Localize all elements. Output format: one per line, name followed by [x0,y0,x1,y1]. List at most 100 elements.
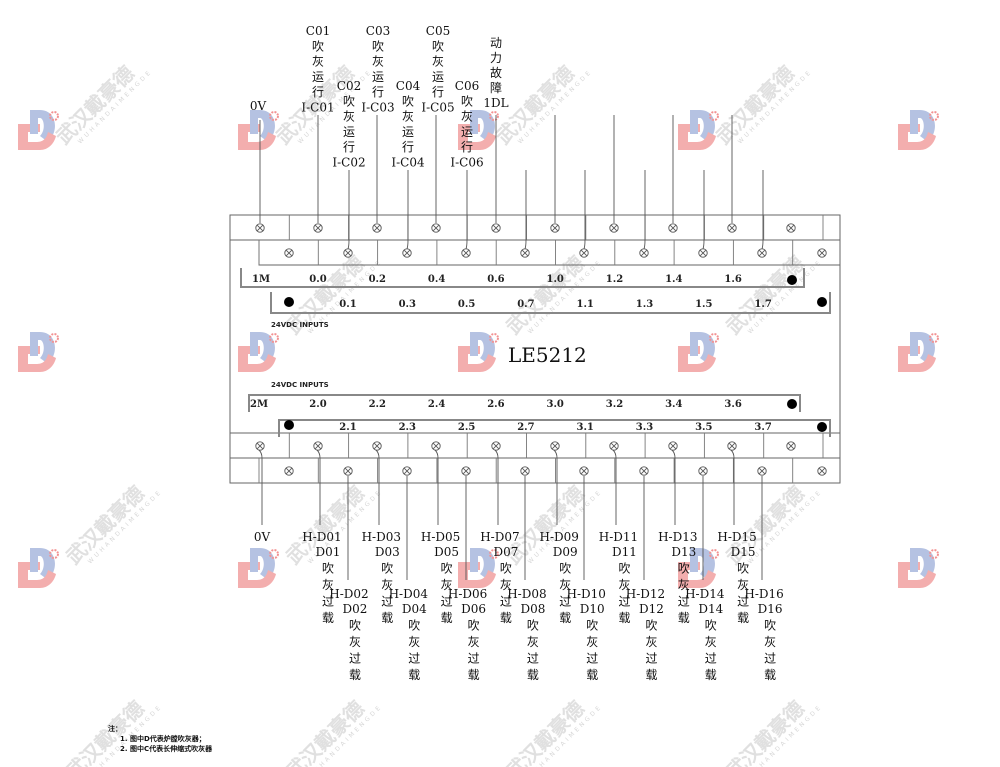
svg-text:D04: D04 [402,602,427,616]
svg-text:载: 载 [705,668,717,682]
svg-text:载: 载 [527,668,539,682]
svg-text:H-D01: H-D01 [302,530,341,544]
company-logo-icon [677,109,719,151]
screw-terminal-icon [579,248,589,258]
svg-text:灰: 灰 [527,635,539,649]
svg-text:I-C03: I-C03 [361,101,394,115]
svg-text:载: 载 [678,611,690,625]
led-dot [817,422,827,432]
svg-text:D02: D02 [343,602,368,616]
svg-text:武汉戴豪德: 武汉戴豪德 [711,61,799,149]
screw-terminal-icon [668,223,678,233]
screw-terminal-icon [757,248,767,258]
screw-terminal-icon [255,223,265,233]
svg-text:H-D03: H-D03 [362,530,401,544]
svg-text:运: 运 [402,125,414,139]
screw-terminal-icon [255,441,265,451]
svg-text:C05: C05 [426,24,450,38]
svg-text:C06: C06 [455,79,479,93]
svg-text:C03: C03 [366,24,390,38]
svg-text:障: 障 [490,80,502,95]
svg-text:D05: D05 [434,545,459,559]
screw-terminal-icon [491,441,501,451]
company-logo-icon [677,331,719,373]
svg-text:武汉戴豪德: 武汉戴豪德 [501,251,589,339]
status-leds [284,275,827,432]
io-address-label: 2.7 [517,422,534,433]
led-dot [284,420,294,430]
svg-text:H-D08: H-D08 [507,587,546,601]
svg-text:灰: 灰 [586,635,598,649]
screw-terminal-icon [284,466,294,476]
svg-text:H-D05: H-D05 [421,530,460,544]
svg-text:吹: 吹 [764,619,776,633]
svg-text:灰: 灰 [645,635,657,649]
svg-text:灰: 灰 [441,578,453,592]
io-address-label: 1.2 [606,274,623,285]
svg-text:过: 过 [764,652,776,666]
svg-text:过: 过 [381,595,393,609]
wires [258,115,764,580]
screw-terminal-icon [343,248,353,258]
svg-text:H-D04: H-D04 [389,587,429,601]
screw-terminal-icon [520,248,530,258]
company-logo-icon [457,547,499,589]
svg-text:D06: D06 [461,602,486,616]
io-address-label: 3.3 [636,422,653,433]
svg-text:过: 过 [705,652,717,666]
io-address-label: 1.5 [695,299,712,310]
io-address-label: 2.2 [369,399,386,410]
note-item: 2. 图中C代表长伸缩式吹灰器 [120,745,213,753]
svg-text:运: 运 [343,125,355,139]
svg-text:载: 载 [737,611,749,625]
svg-text:过: 过 [737,595,749,609]
svg-text:载: 载 [381,611,393,625]
svg-text:H-D07: H-D07 [480,530,519,544]
io-address-label: 1.4 [665,274,682,285]
io-address-label: 2M [250,399,268,410]
svg-text:D08: D08 [520,602,545,616]
signal-label-0v-top: 0V [250,99,267,113]
io-address-label: 1.1 [576,299,593,310]
svg-text:吹: 吹 [468,619,480,633]
screw-terminal-icon [817,248,827,258]
svg-text:运: 运 [372,70,384,84]
svg-text:吹: 吹 [645,619,657,633]
screw-terminal-icon [461,466,471,476]
led-dot [787,399,797,409]
svg-text:载: 载 [618,611,630,625]
company-logo-icon [17,547,59,589]
screw-terminal-icon [313,441,323,451]
io-address-label: 3.1 [576,422,593,433]
svg-text:吹: 吹 [408,619,420,633]
note-item: 1. 图中D代表炉膛吹灰器； [120,735,206,743]
company-logo-icon [897,109,939,151]
svg-text:力: 力 [490,51,502,65]
svg-text:吹: 吹 [559,562,571,576]
svg-text:H-D10: H-D10 [566,587,605,601]
svg-text:武汉戴豪德: 武汉戴豪德 [51,61,139,149]
svg-text:灰: 灰 [678,578,690,592]
svg-text:H-D11: H-D11 [599,530,638,544]
svg-text:D12: D12 [639,602,664,616]
screw-terminal-icon [727,223,737,233]
svg-text:D15: D15 [731,545,756,559]
screw-terminal-icon [402,248,412,258]
screw-terminal-icon [786,441,796,451]
io-address-label: 2.6 [487,399,504,410]
svg-text:过: 过 [586,652,598,666]
svg-text:吹: 吹 [705,619,717,633]
